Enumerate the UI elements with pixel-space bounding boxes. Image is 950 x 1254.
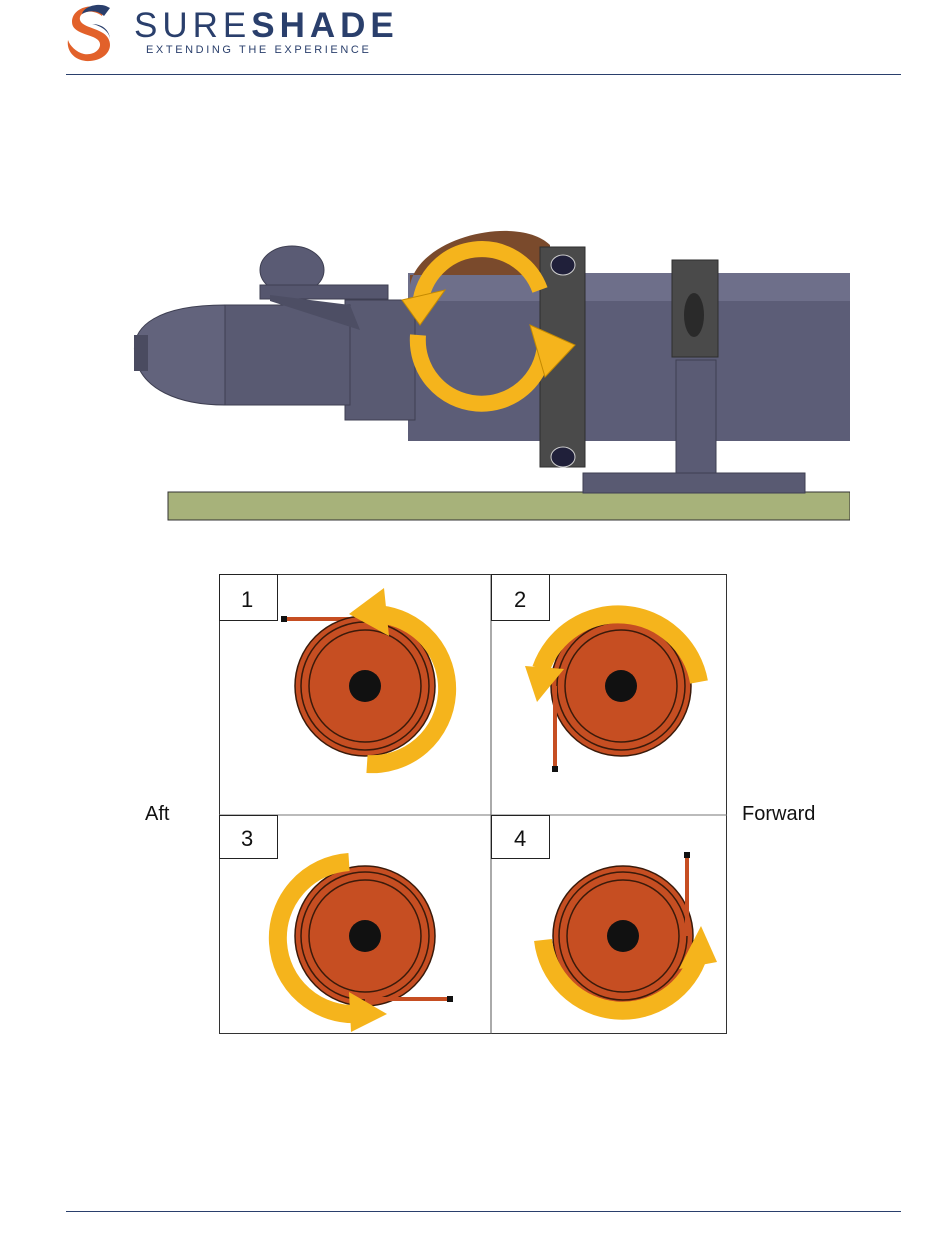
page-header: SURESHADE EXTENDING THE EXPERIENCE: [0, 0, 950, 76]
forward-label: Forward: [742, 803, 815, 826]
hub: [605, 670, 637, 702]
hub: [349, 920, 381, 952]
aft-label: Aft: [145, 803, 169, 826]
motor-assembly-illustration: [120, 205, 850, 530]
panel-2-number: 2: [514, 587, 526, 612]
header-divider: [66, 74, 901, 75]
brand-name-part-shade: SHADE: [251, 6, 399, 45]
footer-divider: [66, 1211, 901, 1212]
panel-3-number: 3: [241, 826, 253, 851]
support-base: [583, 473, 805, 493]
mounting-deck: [168, 492, 850, 520]
coil-rotation-diagram: 1 2 3 4: [219, 574, 727, 1034]
motor-end-dome: [134, 305, 225, 405]
brand-name: SURESHADE: [134, 8, 399, 44]
bolt-top: [551, 255, 575, 275]
panel-1-number: 1: [241, 587, 253, 612]
hub: [607, 920, 639, 952]
bolt-bottom: [551, 447, 575, 467]
hub: [349, 670, 381, 702]
brand-name-part-sure: SURE: [134, 6, 251, 45]
brand-tagline: EXTENDING THE EXPERIENCE: [146, 44, 371, 56]
panel-4-number: 4: [514, 826, 526, 851]
sureshade-logo-icon: [62, 4, 124, 62]
